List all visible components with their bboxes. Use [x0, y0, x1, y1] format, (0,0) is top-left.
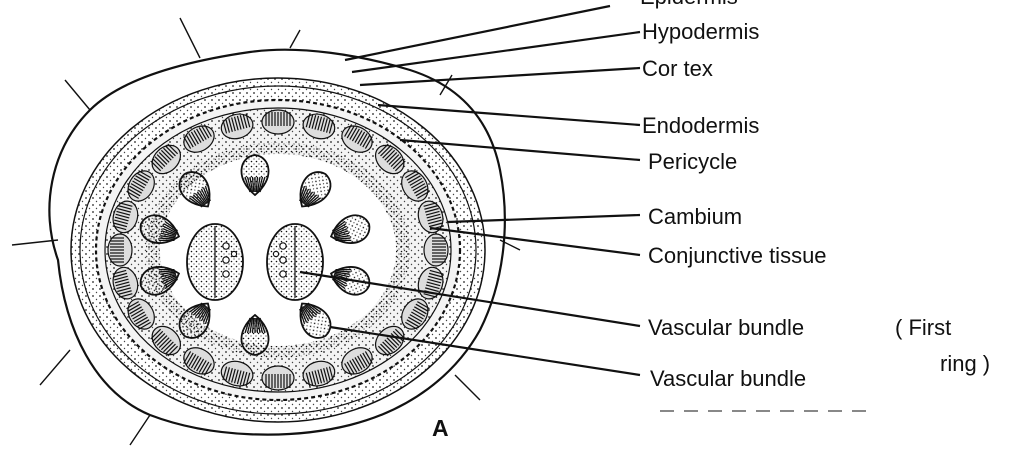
label-endodermis: Endodermis — [642, 113, 759, 138]
outer-vascular-bundle — [424, 234, 448, 266]
figure-letter: A — [432, 415, 449, 441]
label-pericycle: Pericycle — [648, 149, 737, 174]
label-first-ring-open: ( First — [895, 315, 951, 340]
central-vascular-bundle-right — [267, 224, 323, 300]
label-hypodermis: Hypodermis — [642, 19, 759, 44]
outer-vascular-bundle — [108, 234, 132, 266]
label-epidermis: Epidermis — [640, 0, 738, 9]
label-vascular-bundle: Vascular bundle — [650, 366, 806, 391]
label-conjunctive-tissue: Conjunctive tissue — [648, 243, 827, 268]
label-cortex: Cor tex — [642, 56, 713, 81]
label-cambium: Cambium — [648, 204, 742, 229]
leader-epidermis — [345, 6, 610, 60]
outer-vascular-bundle — [262, 366, 294, 390]
outer-vascular-bundle — [262, 110, 294, 134]
label-vascular-bundle-first: Vascular bundle — [648, 315, 804, 340]
label-first-ring-close: ring ) — [940, 351, 990, 376]
central-vascular-bundle-left — [187, 224, 243, 300]
leader-hypodermis — [352, 32, 640, 72]
